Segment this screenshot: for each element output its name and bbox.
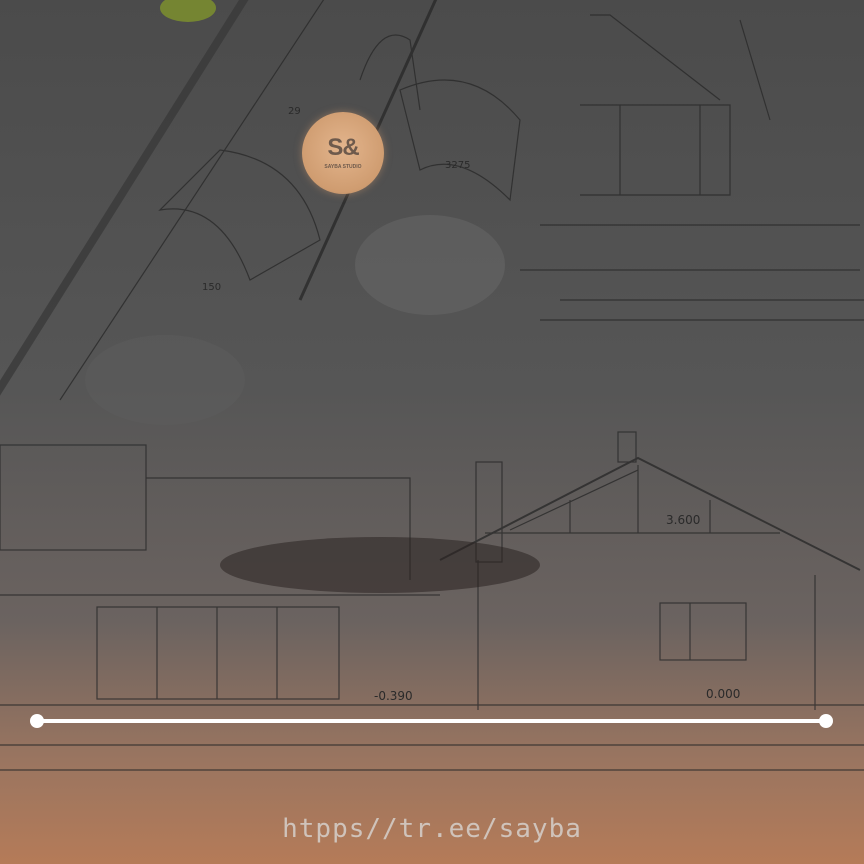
logo-mark-text: S& xyxy=(327,134,359,161)
logo-tagline: SAYBA STUDIO xyxy=(324,164,362,170)
timeline-end-dot-icon xyxy=(819,714,833,728)
label-level-left: -0.390 xyxy=(374,689,413,703)
label-dim-150: 150 xyxy=(202,282,221,293)
label-section-level: 3.600 xyxy=(666,513,700,527)
footer-url[interactable]: htpps//tr.ee/sayba xyxy=(282,814,582,844)
label-level-right: 0.000 xyxy=(706,687,740,701)
label-dim-3275: 3275 xyxy=(445,160,470,171)
timeline-start-dot-icon xyxy=(30,714,44,728)
logo-mark-icon: S& SAYBA STUDIO xyxy=(302,112,384,194)
timeline-line xyxy=(37,719,826,723)
label-dim-29: 29 xyxy=(288,106,301,117)
